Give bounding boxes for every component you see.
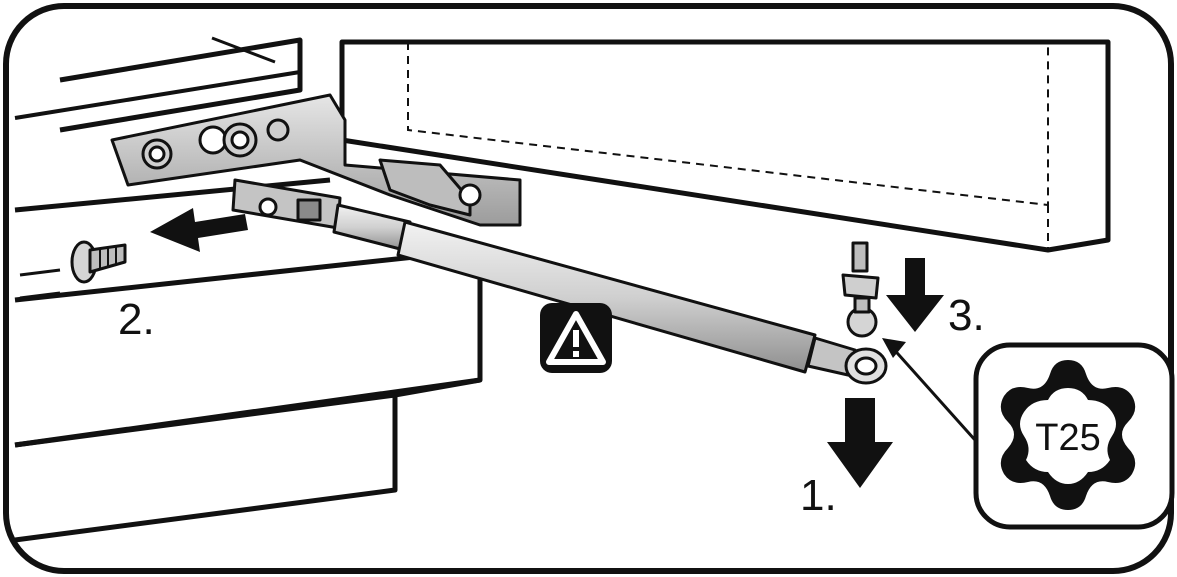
warning-badge	[540, 303, 612, 373]
door-panel	[339, 39, 1111, 253]
torx-badge: T25	[973, 342, 1175, 530]
tool-leader-line	[882, 338, 977, 442]
warning-triangle-icon	[546, 311, 606, 365]
tool-label: T25	[1035, 417, 1100, 459]
screw	[70, 240, 127, 284]
gas-strut	[231, 178, 888, 385]
arrow-left-icon	[150, 208, 248, 252]
step-3-label: 3.	[948, 291, 985, 340]
arrow-down-step3-icon	[886, 258, 944, 332]
step-1-label: 1.	[800, 471, 837, 520]
arrow-down-step1-icon	[827, 398, 893, 488]
cabinet-body	[14, 36, 483, 543]
step-2-label: 2.	[118, 295, 155, 344]
ball-stud	[841, 241, 880, 338]
hinge-bracket	[110, 93, 522, 227]
